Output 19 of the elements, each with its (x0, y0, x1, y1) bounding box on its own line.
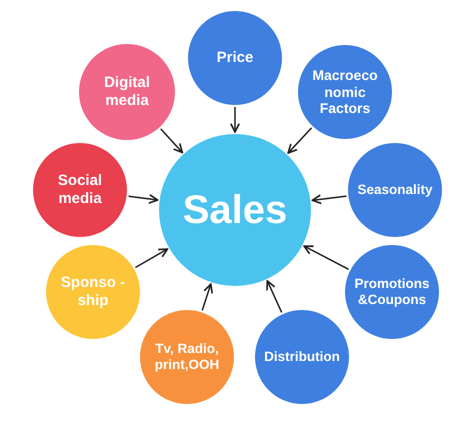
arrow (160, 128, 184, 154)
circle-label: Tv, Radio, print,OOH (154, 340, 220, 374)
circle-label: Macroeco nomic Factors (311, 66, 379, 118)
circle-label: Social media (56, 172, 104, 208)
circle-label: Digital media (103, 74, 151, 110)
circle-label: Seasonality (356, 182, 434, 198)
arrow (230, 107, 240, 133)
arrow (303, 245, 349, 270)
circle-label: Price (216, 49, 254, 67)
circle-label: Sales (182, 187, 288, 234)
circle-label: Promotions &Coupons (353, 276, 430, 308)
arrow (135, 248, 168, 268)
arrow (202, 283, 214, 311)
arrow (266, 280, 282, 313)
circle-label: Sponso -ship (60, 274, 126, 310)
arrow (312, 194, 346, 204)
arrow (128, 194, 158, 204)
arrow (287, 127, 312, 154)
circle-label: Distribution (263, 348, 341, 366)
